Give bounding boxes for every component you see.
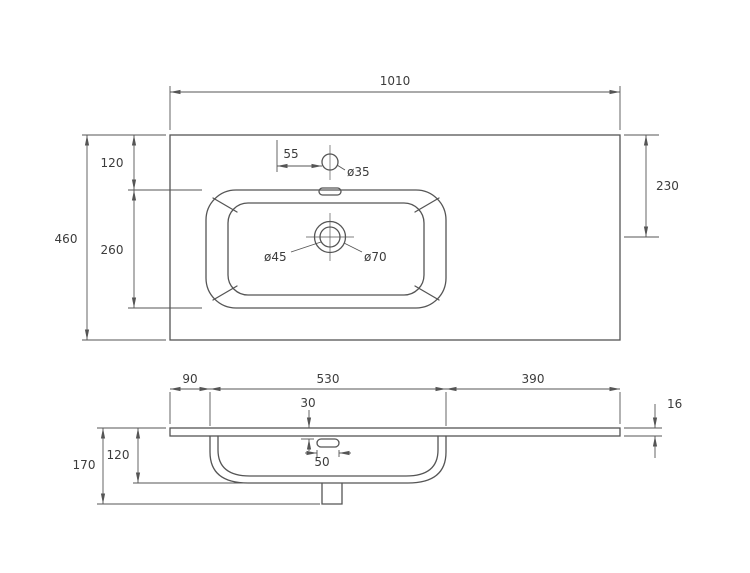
dim-label-basin-front-back: 260 xyxy=(101,243,124,257)
basin-corner-line-bl xyxy=(212,285,238,301)
dim-overall-width: 1010 xyxy=(169,74,621,130)
dim-label-drain-inner-diameter: ø45 xyxy=(264,250,287,264)
dim-basin-front-back: 260 xyxy=(101,190,202,309)
dim-label-basin-width: 530 xyxy=(317,372,340,386)
dim-label-left-to-basin: 90 xyxy=(182,372,197,386)
countertop-outline xyxy=(169,134,621,341)
dim-label-overflow-drop: 30 xyxy=(300,396,315,410)
dim-label-faucet-offset: 55 xyxy=(283,147,298,161)
basin-bowl-outer xyxy=(209,435,447,484)
dim-overall-depth: 460 xyxy=(55,134,166,341)
dim-label-rear-to-basin: 120 xyxy=(101,156,124,170)
dim-rear-to-basin: 120 xyxy=(101,135,202,191)
dim-label-top-thickness: 16 xyxy=(667,397,682,411)
basin-corner-line-br xyxy=(414,285,440,301)
overflow-slot-top-view xyxy=(318,187,342,196)
front-view xyxy=(169,427,621,505)
dim-overflow-drop: 30 xyxy=(300,396,316,451)
label-drain-inner-diameter: ø45 xyxy=(264,241,322,264)
overflow-slot-front-view xyxy=(316,438,340,448)
dim-label-overall-depth: 460 xyxy=(55,232,78,246)
basin-rim-outer xyxy=(205,189,447,309)
dim-label-overall-height: 170 xyxy=(73,458,96,472)
countertop-slab xyxy=(169,427,621,437)
label-faucet-diameter: ø35 xyxy=(336,164,370,179)
top-view xyxy=(169,134,621,341)
dim-label-basin-to-right: 390 xyxy=(522,372,545,386)
dim-label-basin-depth: 120 xyxy=(107,448,130,462)
basin-corner-line-tl xyxy=(212,197,238,213)
basin-corner-line-tr xyxy=(414,197,440,213)
dim-label-faucet-diameter: ø35 xyxy=(347,165,370,179)
drain-stub xyxy=(321,482,343,505)
dim-label-overflow-width: 50 xyxy=(314,455,329,469)
top-view-centerlines xyxy=(306,145,354,261)
dim-faucet-offset: 55 xyxy=(276,140,322,172)
dim-label-rear-to-drain: 230 xyxy=(656,179,679,193)
basin-bowl-inner xyxy=(217,435,439,477)
label-drain-outer-diameter: ø70 xyxy=(343,242,387,264)
basin-rim-inner xyxy=(227,202,425,296)
dim-front-row: 90 530 390 xyxy=(169,372,621,426)
dim-label-drain-outer-diameter: ø70 xyxy=(364,250,387,264)
dim-rear-to-drain: 230 xyxy=(624,134,679,238)
dim-label-overall-width: 1010 xyxy=(380,74,411,88)
dim-overflow-width: 50 xyxy=(305,450,351,469)
dim-top-thickness: 16 xyxy=(624,397,682,458)
dim-overall-height: 170 xyxy=(73,427,320,505)
dim-basin-depth: 120 xyxy=(107,428,246,484)
